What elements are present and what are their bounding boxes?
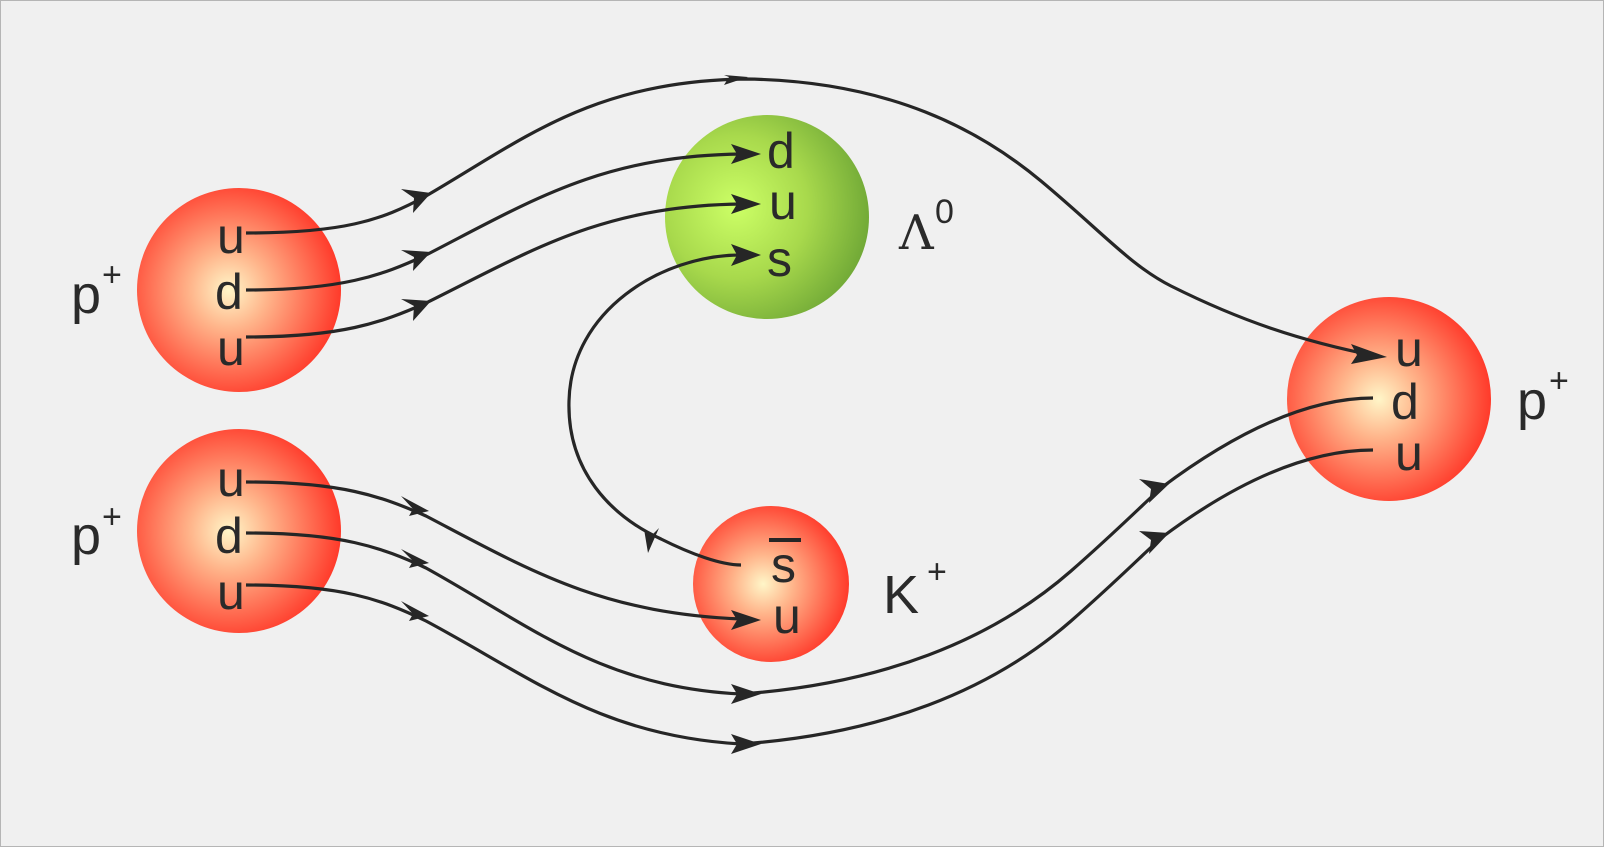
arrow-head	[401, 250, 431, 271]
quark-label: s	[767, 231, 792, 287]
kaon-sphere	[693, 506, 849, 662]
arrow-head	[731, 194, 761, 214]
arrow-head	[401, 496, 429, 516]
particle-charge: +	[927, 553, 947, 591]
quark-line-u-to-kaon	[245, 480, 742, 621]
proton-bottom-sphere	[137, 429, 341, 633]
quark-line-u2-to-lambda	[245, 202, 742, 339]
arrow-head	[401, 601, 429, 621]
arrow-head	[731, 610, 761, 630]
quark-label: u	[1395, 321, 1423, 377]
quark-label: d	[767, 123, 795, 179]
lambda-sphere	[665, 115, 869, 319]
particle-label: p	[1517, 371, 1547, 431]
particle-charge: +	[102, 256, 122, 294]
quark-line-u-to-p-out	[245, 448, 1374, 746]
arrow-head	[731, 684, 761, 704]
particle-charge: 0	[935, 193, 954, 231]
quark-label: u	[773, 588, 801, 644]
quark-label: d	[215, 508, 243, 564]
proton-out-sphere	[1287, 297, 1491, 501]
arrow-head	[401, 189, 431, 213]
quark-label: u	[217, 451, 245, 507]
quark-label: u	[1395, 425, 1423, 481]
quark-label: d	[215, 264, 243, 320]
particle-label: Λ	[898, 205, 935, 261]
quark-label: u	[769, 174, 797, 230]
quark-label: s	[771, 537, 796, 593]
quark-label: u	[217, 320, 245, 376]
arrow-head	[731, 734, 761, 754]
arrow-head	[731, 144, 761, 164]
quark-line-d-to-p-out	[245, 396, 1374, 696]
arrow-head	[401, 299, 431, 321]
particle-label: K	[883, 565, 919, 625]
arrow-head	[1351, 344, 1387, 364]
particle-charge: +	[1549, 362, 1569, 400]
particle-label: p	[71, 506, 101, 566]
quark-label: d	[1391, 374, 1419, 430]
quark-label: u	[217, 208, 245, 264]
arrow-head	[1139, 479, 1169, 503]
arrow-head	[401, 549, 429, 568]
particle-charge: +	[102, 498, 122, 536]
arrow-head	[1139, 531, 1169, 554]
proton-top-sphere	[137, 188, 341, 392]
arrow-head	[731, 244, 761, 266]
particle-label: p	[71, 265, 101, 325]
antiquark-bar	[769, 538, 801, 542]
quark-line-d-to-lambda	[245, 152, 742, 292]
quark-line-s-pair	[567, 253, 742, 567]
arrow-head	[644, 528, 659, 553]
arrow-head	[724, 75, 748, 85]
quark-label: u	[217, 564, 245, 620]
